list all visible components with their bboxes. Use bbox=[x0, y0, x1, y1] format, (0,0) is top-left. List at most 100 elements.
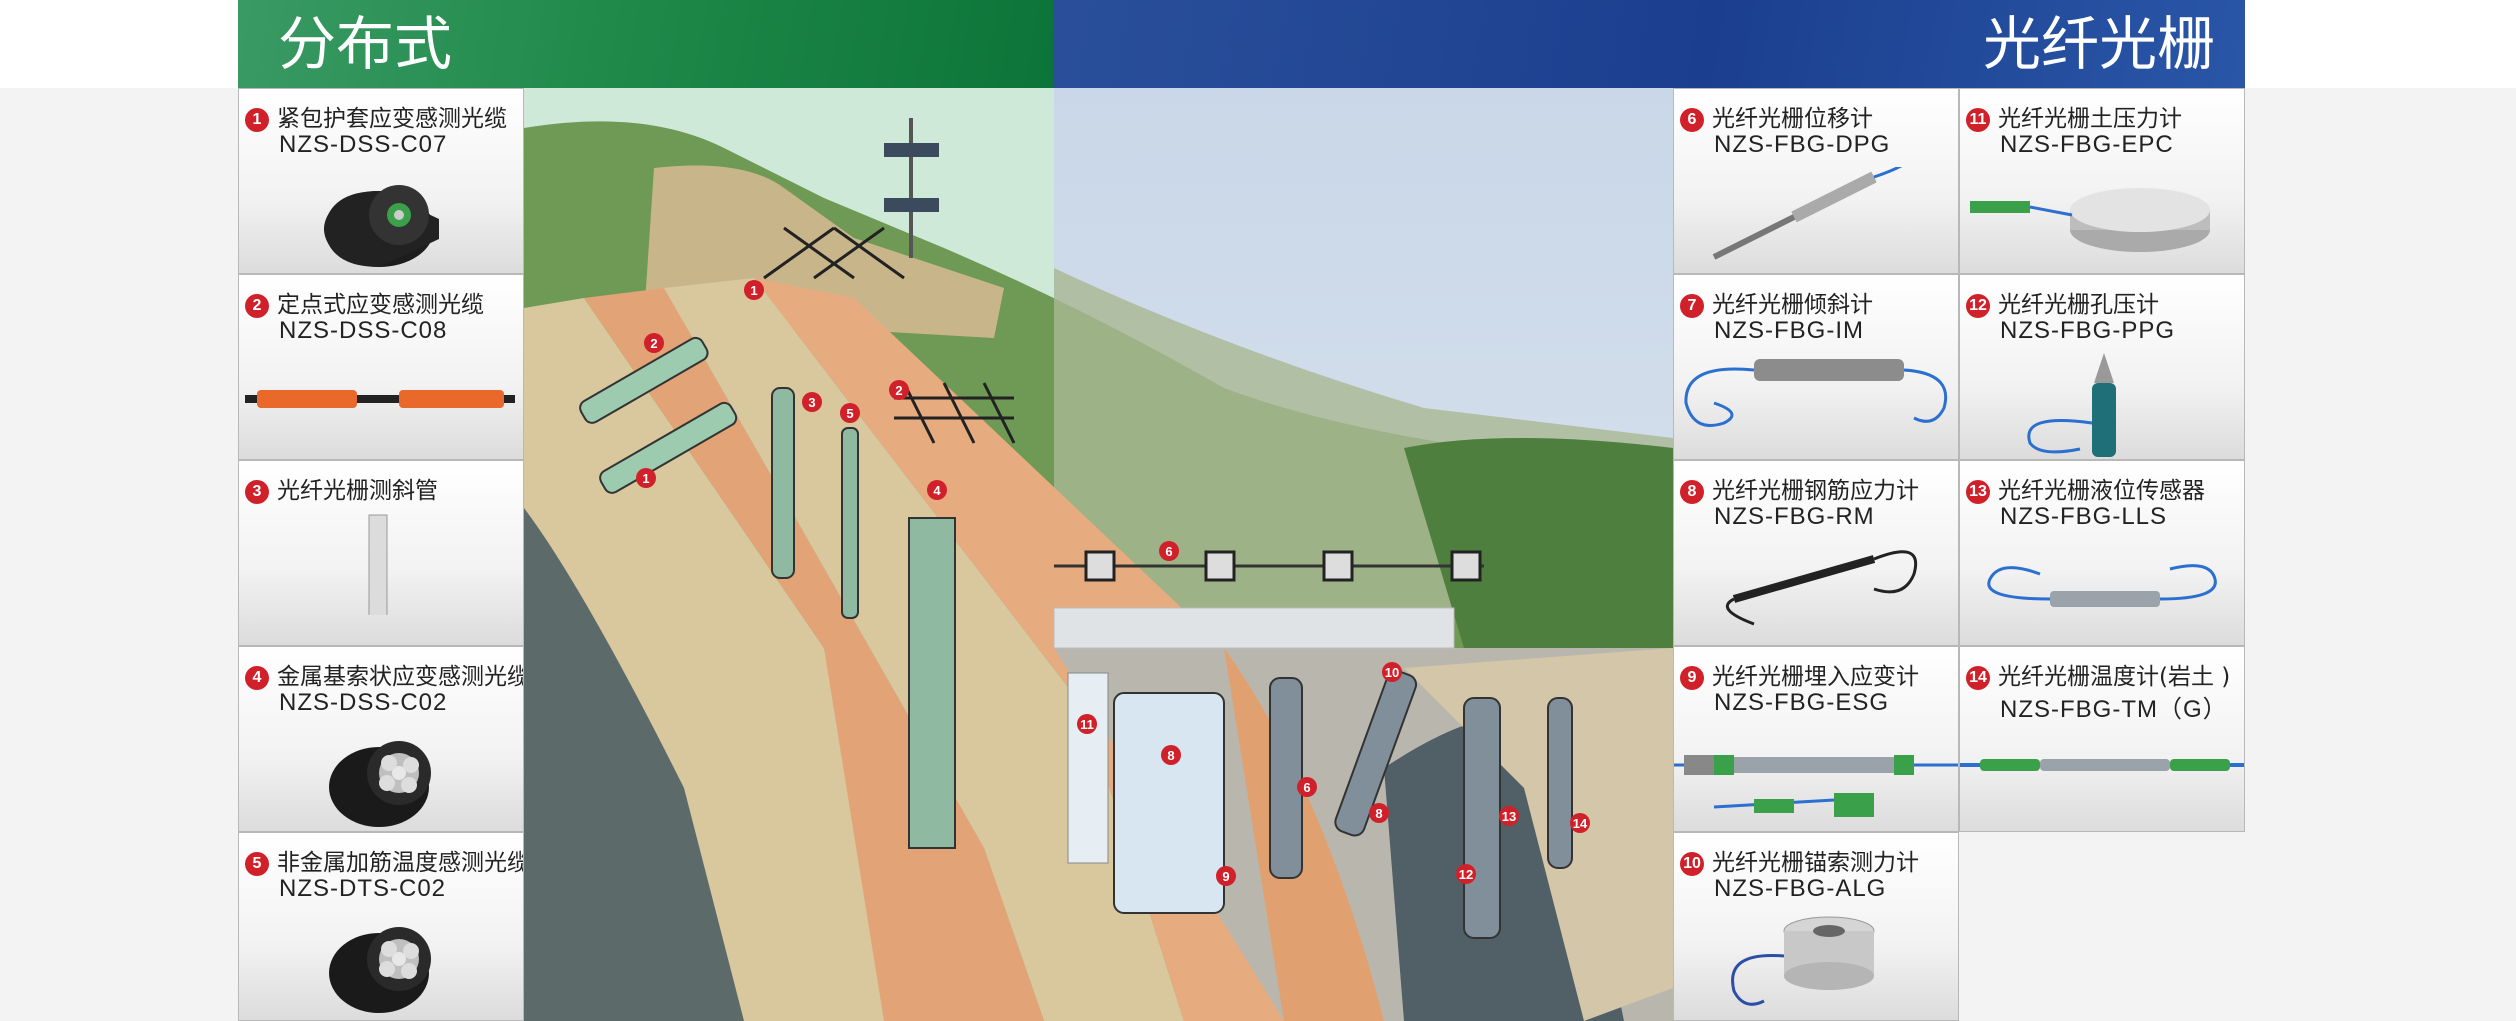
product-name: 定点式应变感测光缆 bbox=[277, 292, 484, 318]
product-name: 光纤光栅液位传感器 bbox=[1998, 478, 2205, 504]
scene-marker: 1 bbox=[636, 468, 656, 488]
scene-marker: 2 bbox=[889, 380, 909, 400]
product-code: NZS-FBG-ALG bbox=[1714, 875, 1887, 902]
svg-text:14: 14 bbox=[1573, 816, 1588, 831]
number-badge: 7 bbox=[1680, 294, 1704, 318]
product-name: 光纤光栅测斜管 bbox=[277, 478, 438, 504]
svg-text:13: 13 bbox=[1502, 809, 1516, 824]
svg-text:8: 8 bbox=[1167, 748, 1174, 763]
product-panel-14[interactable]: 14 光纤光栅温度计(岩土 ) NZS-FBG-TM（G） bbox=[1959, 646, 2245, 832]
product-panel-1[interactable]: 1 紧包护套应变感测光缆 NZS-DSS-C07 bbox=[238, 88, 524, 274]
thermometer-icon bbox=[1960, 759, 2244, 771]
scene-marker: 11 bbox=[1077, 714, 1097, 734]
number-badge: 13 bbox=[1966, 480, 1990, 504]
svg-text:10: 10 bbox=[1385, 665, 1399, 680]
product-code: NZS-DSS-C08 bbox=[279, 317, 448, 344]
number-badge: 3 bbox=[245, 480, 269, 504]
svg-text:12: 12 bbox=[1459, 867, 1473, 882]
number-badge: 11 bbox=[1966, 108, 1990, 132]
scene-marker: 8 bbox=[1369, 803, 1389, 823]
slope-monitoring-scene: 1 2 1 2 3 5 4 2 6 11 8 6 8 10 9 13 12 14 bbox=[524, 88, 1673, 1021]
scene-marker: 9 bbox=[1216, 866, 1236, 886]
displacement-gauge-icon bbox=[1712, 167, 1903, 260]
header-distributed: 分布式 bbox=[238, 0, 1053, 88]
strain-gauge-icon bbox=[1674, 755, 1958, 817]
product-code: NZS-FBG-IM bbox=[1714, 317, 1864, 344]
strand-cable-icon bbox=[329, 741, 431, 827]
product-name: 紧包护套应变感测光缆 bbox=[277, 106, 507, 132]
product-code: NZS-FBG-PPG bbox=[2000, 317, 2176, 344]
anchor-load-cell-icon bbox=[1731, 916, 1875, 1006]
scene-marker: 12 bbox=[1456, 864, 1476, 884]
product-code: NZS-FBG-DPG bbox=[1714, 131, 1891, 158]
svg-text:6: 6 bbox=[1165, 544, 1172, 559]
svg-text:6: 6 bbox=[1303, 780, 1310, 795]
product-name: 光纤光栅孔压计 bbox=[1998, 292, 2159, 318]
svg-text:5: 5 bbox=[846, 406, 853, 421]
product-name: 光纤光栅位移计 bbox=[1712, 106, 1873, 132]
svg-text:3: 3 bbox=[808, 395, 815, 410]
product-name: 光纤光栅温度计(岩土 ) bbox=[1998, 664, 2231, 690]
product-name: 非金属加筋温度感测光缆 bbox=[277, 850, 524, 876]
scene-marker: 8 bbox=[1161, 745, 1181, 765]
header-right-title: 光纤光栅 bbox=[1982, 10, 2215, 78]
scene-marker: 3 bbox=[802, 392, 822, 412]
tiltmeter-icon bbox=[1684, 359, 1947, 427]
svg-text:1: 1 bbox=[642, 471, 649, 486]
piezometer-icon bbox=[2027, 353, 2116, 457]
scene-marker: 4 bbox=[927, 480, 947, 500]
svg-text:2: 2 bbox=[650, 336, 657, 351]
header-fbg: 光纤光栅 bbox=[1053, 0, 2245, 88]
number-badge: 12 bbox=[1966, 294, 1990, 318]
number-badge: 9 bbox=[1680, 666, 1704, 690]
number-badge: 8 bbox=[1680, 480, 1704, 504]
product-name: 光纤光栅土压力计 bbox=[1998, 106, 2182, 132]
product-code: NZS-FBG-LLS bbox=[2000, 503, 2168, 530]
svg-text:4: 4 bbox=[933, 483, 941, 498]
product-panel-10[interactable]: 10 光纤光栅锚索测力计 NZS-FBG-ALG bbox=[1673, 832, 1959, 1021]
fixed-point-cable-icon bbox=[245, 390, 515, 408]
inclinometer-tube-icon bbox=[368, 514, 388, 615]
scene-marker: 10 bbox=[1382, 662, 1402, 682]
number-badge: 10 bbox=[1680, 852, 1704, 876]
header-left-title: 分布式 bbox=[278, 10, 453, 78]
scene-marker: 2 bbox=[644, 333, 664, 353]
product-code: NZS-DSS-C07 bbox=[279, 131, 448, 158]
svg-text:1: 1 bbox=[750, 283, 757, 298]
scene-marker: 14 bbox=[1570, 813, 1590, 833]
scene-marker: 5 bbox=[840, 403, 860, 423]
scene-marker: 1 bbox=[744, 280, 764, 300]
product-code: NZS-FBG-RM bbox=[1714, 503, 1875, 530]
product-panel-13[interactable]: 13 光纤光栅液位传感器 NZS-FBG-LLS bbox=[1959, 460, 2245, 646]
svg-text:11: 11 bbox=[1080, 717, 1094, 732]
scene-marker: 6 bbox=[1159, 541, 1179, 561]
scene-markers: 1 2 1 2 3 5 4 2 6 11 8 6 8 10 9 13 12 14 bbox=[636, 280, 1590, 886]
svg-text:9: 9 bbox=[1222, 869, 1229, 884]
number-badge: 1 bbox=[245, 108, 269, 132]
number-badge: 2 bbox=[245, 294, 269, 318]
earth-pressure-cell-icon bbox=[1970, 188, 2210, 252]
product-panel-3[interactable]: 3 光纤光栅测斜管 bbox=[238, 460, 524, 646]
product-name: 光纤光栅锚索测力计 bbox=[1712, 850, 1919, 876]
product-panel-8[interactable]: 8 光纤光栅钢筋应力计 NZS-FBG-RM bbox=[1673, 460, 1959, 646]
number-badge: 5 bbox=[245, 852, 269, 876]
product-panel-2[interactable]: 2 定点式应变感测光缆 NZS-DSS-C08 bbox=[238, 274, 524, 460]
cable-end-icon bbox=[324, 185, 439, 267]
scene-marker: 13 bbox=[1499, 806, 1519, 826]
number-badge: 14 bbox=[1966, 666, 1990, 690]
level-sensor-icon bbox=[1987, 564, 2217, 607]
product-code: NZS-FBG-TM（G） bbox=[2000, 696, 2228, 723]
product-panel-12[interactable]: 12 光纤光栅孔压计 NZS-FBG-PPG bbox=[1959, 274, 2245, 460]
strand-cable-icon bbox=[329, 927, 431, 1013]
product-name: 光纤光栅钢筋应力计 bbox=[1712, 478, 1919, 504]
slope-illustration: 1 2 1 2 3 5 4 2 6 11 8 6 8 10 9 13 12 14 bbox=[524, 88, 1673, 1021]
product-code: NZS-DSS-C02 bbox=[279, 689, 448, 716]
svg-text:2: 2 bbox=[895, 383, 902, 398]
product-name: 金属基索状应变感测光缆 bbox=[277, 664, 524, 690]
